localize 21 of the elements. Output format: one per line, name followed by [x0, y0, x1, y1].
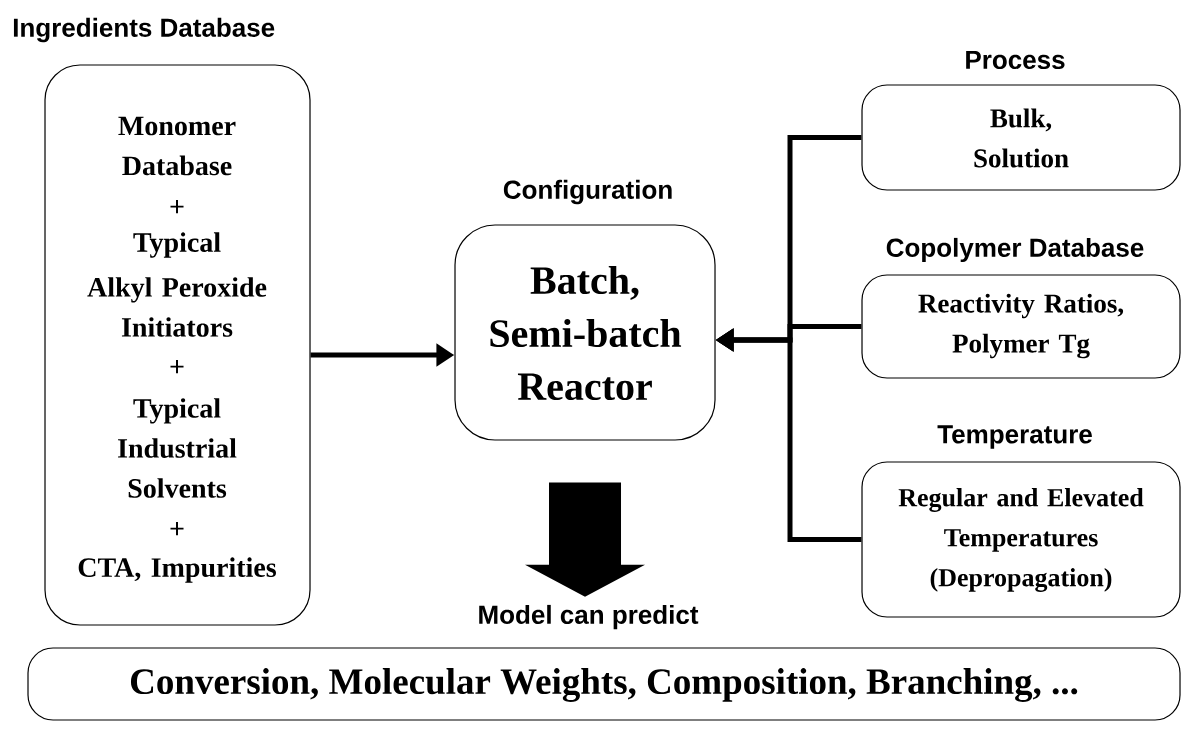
rounded-box: Batch, Semi-batch Reactor [454, 224, 716, 441]
box-heading: Temperature [937, 425, 1092, 449]
rounded-box: Reactivity Ratios, Polymer Tg [861, 274, 1181, 379]
block-arrow [525, 482, 645, 597]
node-label: CTA, Impurities [78, 557, 276, 583]
node-label: + [170, 522, 184, 536]
box-heading: Copolymer Database [886, 237, 1144, 263]
node-label: Typical Industrial Solvents [118, 398, 237, 498]
box-heading: Ingredients Database [13, 17, 275, 43]
box-heading: Process [966, 50, 1065, 70]
node-label: + [170, 200, 184, 214]
node-label: Monomer Database [118, 116, 236, 176]
node-label: Alkyl Peroxide Initiators [87, 277, 267, 337]
box-heading: Model can predict [479, 604, 699, 630]
rounded-box: Bulk, Solution [861, 84, 1181, 191]
box-heading: Configuration [503, 179, 672, 205]
node-label: Typical [133, 232, 221, 258]
rounded-box: Conversion, Molecular Weights, Composition, Branching, ... [27, 647, 1181, 721]
rounded-box: Monomer Database + Typical Alkyl Peroxide Initiators + Typical Industrial Solvents + CTA, Impurities [44, 64, 311, 626]
rounded-box: Regular and Elevated Temperatures (Depropagation) [861, 461, 1181, 618]
node-label: + [170, 360, 184, 374]
